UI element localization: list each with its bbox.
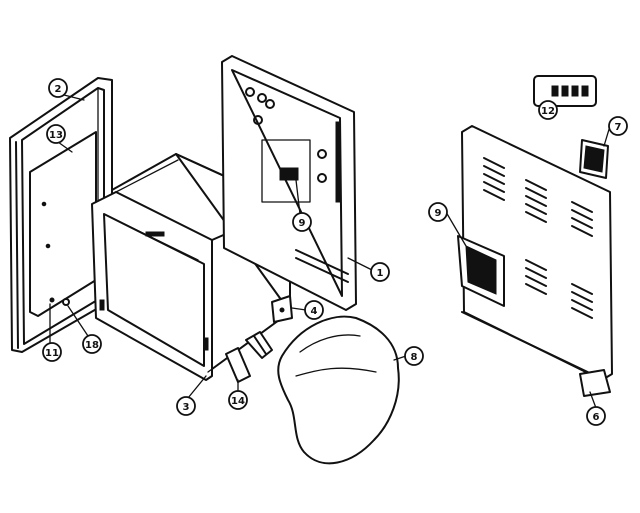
callout-label: 3 — [183, 402, 190, 413]
bracket-part-6 — [579, 369, 611, 397]
callout-label: 11 — [45, 348, 59, 359]
callout-12: 12 — [538, 100, 558, 120]
side-panel-part-1 — [221, 55, 357, 311]
callout-label: 1 — [377, 268, 384, 279]
callout-label: 6 — [593, 412, 600, 423]
cover-part-7 — [579, 139, 609, 179]
callout-label: 8 — [411, 352, 418, 363]
callout-label: 9 — [299, 218, 306, 229]
callout-label: 7 — [615, 122, 622, 133]
hinge-part-14 — [225, 331, 273, 383]
callout-4: 4 — [304, 300, 324, 320]
callout-label: 13 — [49, 130, 63, 141]
callout-label: 18 — [85, 340, 99, 351]
callout-14: 14 — [228, 390, 248, 410]
callout-11: 11 — [42, 342, 62, 362]
callout-label: 12 — [541, 106, 555, 117]
callout-2: 2 — [48, 78, 68, 98]
callout-label: 14 — [231, 396, 245, 407]
bracket-part-4 — [271, 295, 293, 323]
callout-3: 3 — [176, 396, 196, 416]
callout-6: 6 — [586, 406, 606, 426]
vent-slots — [483, 157, 593, 319]
callout-8: 8 — [404, 346, 424, 366]
insulation-part-8 — [277, 315, 400, 465]
callout-13: 13 — [46, 124, 66, 144]
leader-lines — [49, 93, 611, 409]
terminal-block-part-12 — [533, 75, 597, 107]
callout-9-right: 9 — [428, 202, 448, 222]
callout-9-upper: 9 — [292, 212, 312, 232]
callout-18: 18 — [82, 334, 102, 354]
callout-label: 4 — [311, 306, 318, 317]
callout-1: 1 — [370, 262, 390, 282]
callout-label: 2 — [55, 84, 62, 95]
back-panel-part-9 — [457, 125, 613, 381]
callout-7: 7 — [608, 116, 628, 136]
callout-label: 9 — [435, 208, 442, 219]
